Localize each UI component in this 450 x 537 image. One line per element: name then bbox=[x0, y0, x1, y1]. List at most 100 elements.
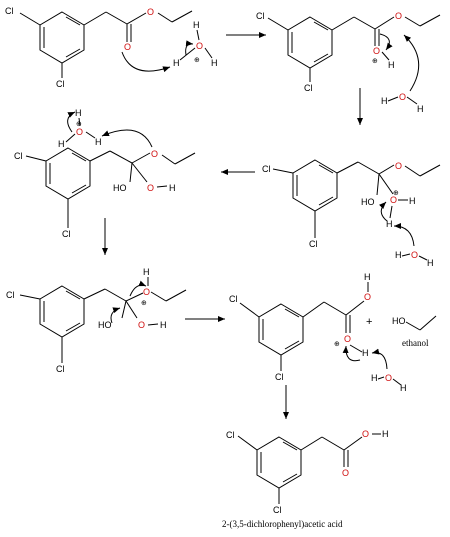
hydronium-1: H O ⊕ H H bbox=[173, 20, 218, 68]
svg-text:O: O bbox=[390, 195, 397, 205]
svg-text:H: H bbox=[160, 320, 167, 330]
oxygen-label: O bbox=[147, 7, 154, 17]
svg-text:H: H bbox=[95, 137, 102, 147]
plus-sign: + bbox=[366, 316, 372, 328]
svg-text:H: H bbox=[362, 348, 369, 358]
svg-text:O: O bbox=[362, 429, 369, 439]
svg-text:O: O bbox=[147, 183, 154, 193]
electron-arrow bbox=[121, 51, 171, 73]
cl-label: Cl bbox=[14, 151, 23, 161]
svg-text:H: H bbox=[395, 250, 402, 260]
cl-label: Cl bbox=[56, 364, 65, 374]
svg-text:H: H bbox=[173, 58, 180, 68]
svg-text:⊕: ⊕ bbox=[372, 57, 378, 65]
water-1: H O H bbox=[381, 92, 424, 114]
benzene-ring bbox=[258, 303, 304, 356]
structure-tetrahedral-oxonium: Cl Cl O HO O ⊕ H H bbox=[262, 159, 441, 249]
product-name: 2-(3,5-dichlorophenyl)acetic acid bbox=[222, 519, 343, 529]
water-3: H O H bbox=[371, 373, 407, 393]
structure-protonated-ester: Cl Cl O O ⊕ H bbox=[256, 11, 441, 93]
structure-ester-1: Cl Cl O O bbox=[5, 6, 193, 89]
cl-label: Cl bbox=[62, 229, 71, 239]
svg-text:O: O bbox=[399, 92, 406, 102]
svg-text:H: H bbox=[382, 429, 389, 439]
svg-text:HO: HO bbox=[392, 316, 406, 326]
svg-text:H: H bbox=[427, 258, 434, 268]
cl-label: Cl bbox=[5, 6, 14, 16]
svg-text:H: H bbox=[211, 58, 218, 68]
svg-text:O: O bbox=[138, 320, 145, 330]
svg-text:⊕: ⊕ bbox=[76, 120, 82, 128]
hydronium-2: H O ⊕ H H bbox=[58, 108, 102, 149]
electron-arrow bbox=[185, 40, 194, 56]
svg-text:H: H bbox=[75, 108, 82, 118]
electron-arrow bbox=[393, 223, 415, 247]
svg-text:H: H bbox=[417, 104, 424, 114]
cl-label: Cl bbox=[275, 372, 284, 382]
benzene-ring bbox=[287, 16, 333, 69]
electron-arrow bbox=[378, 201, 388, 222]
structure-tetrahedral-intermediate: Cl Cl O HO O H bbox=[14, 147, 196, 239]
svg-text:O: O bbox=[143, 287, 150, 297]
benzene-ring bbox=[39, 285, 85, 338]
electron-arrow bbox=[379, 33, 393, 51]
electron-arrow bbox=[129, 280, 147, 297]
svg-text:O: O bbox=[342, 468, 349, 478]
cl-label: Cl bbox=[6, 290, 15, 300]
svg-text:O: O bbox=[151, 149, 158, 159]
svg-text:O: O bbox=[76, 127, 83, 137]
svg-text:O: O bbox=[196, 41, 203, 51]
electron-arrow bbox=[67, 111, 76, 133]
svg-text:H: H bbox=[388, 60, 395, 70]
svg-text:O: O bbox=[395, 161, 402, 171]
cl-label: Cl bbox=[226, 430, 235, 440]
structure-protonated-ethoxy: H Cl Cl O ⊕ HO O H bbox=[6, 267, 187, 374]
cl-label: Cl bbox=[262, 164, 271, 174]
structure-product: Cl Cl O H O bbox=[226, 429, 389, 515]
ethanol-label: ethanol bbox=[402, 338, 429, 348]
svg-text:HO: HO bbox=[98, 320, 112, 330]
benzene-ring bbox=[256, 436, 302, 489]
svg-text:⊕: ⊕ bbox=[141, 299, 147, 307]
electron-arrow bbox=[110, 307, 121, 324]
ethanol: HO ethanol bbox=[392, 315, 437, 348]
cl-label: Cl bbox=[56, 79, 65, 89]
svg-text:O: O bbox=[411, 250, 418, 260]
svg-text:H: H bbox=[58, 139, 65, 149]
svg-text:⊕: ⊕ bbox=[393, 189, 399, 197]
svg-text:O: O bbox=[344, 334, 351, 344]
svg-text:H: H bbox=[381, 96, 388, 106]
cl-label: Cl bbox=[273, 505, 282, 515]
svg-text:O: O bbox=[373, 46, 380, 56]
svg-text:O: O bbox=[364, 292, 371, 302]
electron-arrow bbox=[101, 129, 153, 148]
oxygen-label: O bbox=[124, 42, 131, 52]
svg-text:H: H bbox=[364, 272, 371, 282]
svg-text:⊕: ⊕ bbox=[194, 56, 200, 64]
cl-label: Cl bbox=[304, 83, 313, 93]
svg-text:H: H bbox=[169, 183, 176, 193]
svg-text:H: H bbox=[386, 219, 393, 229]
svg-text:HO: HO bbox=[113, 183, 127, 193]
water-2: H O H bbox=[395, 250, 434, 268]
structure-protonated-acid: Cl Cl O H O ⊕ H bbox=[229, 272, 371, 382]
svg-text:H: H bbox=[409, 196, 416, 206]
svg-text:O: O bbox=[395, 11, 402, 21]
svg-text:H: H bbox=[400, 383, 407, 393]
svg-text:⊕: ⊕ bbox=[334, 340, 340, 348]
svg-text:H: H bbox=[143, 267, 150, 277]
electron-arrow bbox=[371, 348, 388, 370]
svg-text:H: H bbox=[193, 20, 200, 30]
svg-text:HO: HO bbox=[361, 197, 375, 207]
electron-arrow bbox=[403, 34, 420, 92]
benzene-ring bbox=[39, 11, 85, 64]
svg-text:O: O bbox=[385, 373, 392, 383]
benzene-ring bbox=[292, 159, 338, 212]
cl-label: Cl bbox=[309, 239, 318, 249]
svg-text:H: H bbox=[371, 373, 378, 383]
benzene-ring bbox=[45, 147, 91, 200]
electron-arrow bbox=[342, 345, 361, 362]
cl-label: Cl bbox=[256, 11, 265, 21]
